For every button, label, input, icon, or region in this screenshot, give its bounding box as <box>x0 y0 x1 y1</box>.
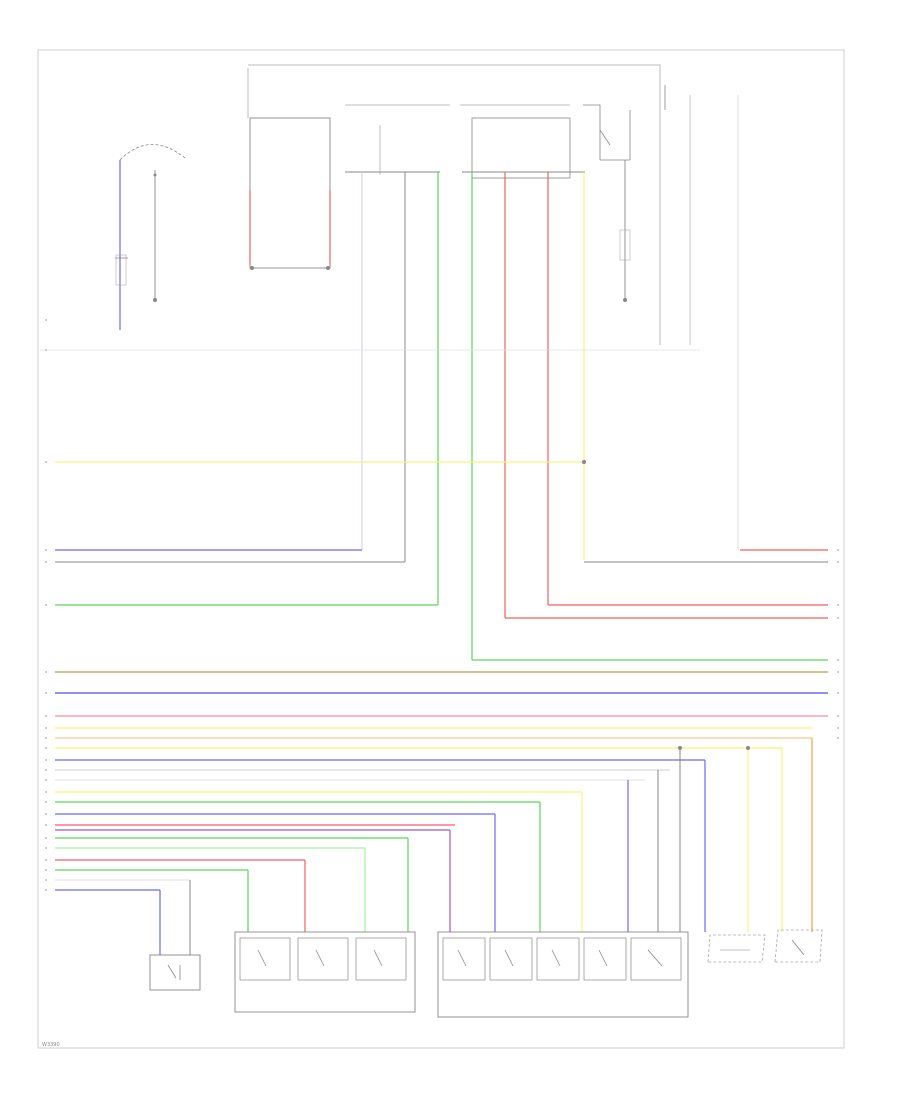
right-switch-block <box>460 104 585 660</box>
center-switch-block <box>345 104 450 605</box>
bottom-switch-group-1 <box>234 931 416 1013</box>
right-relay <box>583 104 631 302</box>
bottom-left-switch <box>149 954 201 991</box>
left-edge-connectors <box>45 319 47 891</box>
top-power-wire <box>248 64 661 345</box>
left-switch-component <box>115 144 186 330</box>
corner-code: W3390 <box>42 1042 60 1048</box>
center-left-module <box>249 117 331 270</box>
bottom-right-switch <box>774 929 823 963</box>
top-right-feed <box>664 85 739 550</box>
bottom-right-sensor-1 <box>707 934 766 963</box>
bottom-switch-group-2 <box>437 931 689 1018</box>
right-edge-connectors <box>837 549 839 739</box>
diagram-border <box>37 49 845 1049</box>
